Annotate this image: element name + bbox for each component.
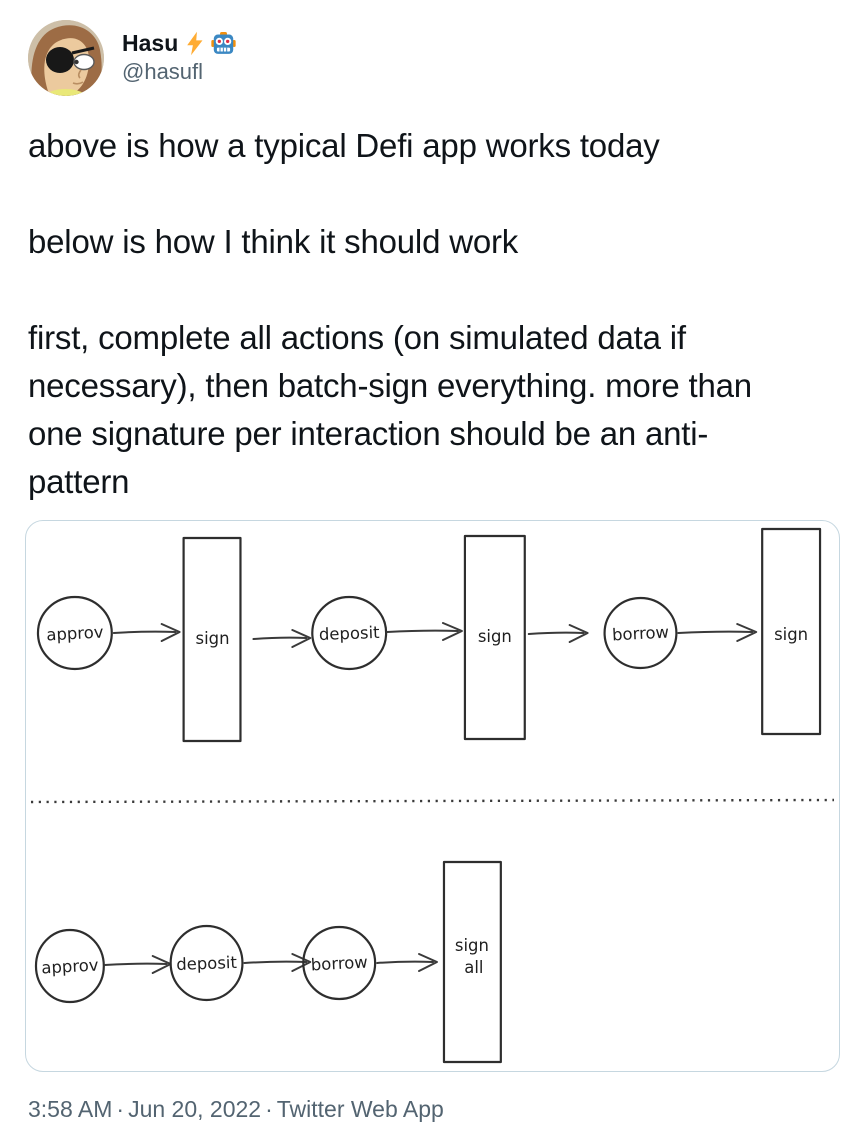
top-arrow-3 xyxy=(386,622,463,641)
tweet-media-diagram[interactable]: approv sign deposit xyxy=(25,520,840,1072)
svg-text:sign: sign xyxy=(455,936,489,955)
tweet-source[interactable]: Twitter Web App xyxy=(276,1096,444,1122)
name-row: Hasu xyxy=(122,29,236,57)
svg-text:borrow: borrow xyxy=(310,953,368,975)
user-handle[interactable]: @hasufl xyxy=(122,59,204,84)
dotted-divider xyxy=(30,798,835,804)
timestamp-time[interactable]: 3:58 AM xyxy=(28,1096,113,1122)
svg-text:sign: sign xyxy=(196,629,230,648)
bottom-box-sign-all: sign all xyxy=(442,860,502,1064)
top-box-sign-1: sign xyxy=(182,536,242,743)
svg-text:deposit: deposit xyxy=(319,623,381,644)
svg-text:sign: sign xyxy=(774,625,808,644)
svg-text:approv: approv xyxy=(41,955,99,977)
lightning-bolt-emoji-icon xyxy=(182,31,207,56)
bottom-arrow-1 xyxy=(103,955,172,974)
top-arrow-1 xyxy=(112,623,181,642)
bottom-node-approv: approv xyxy=(34,928,105,1004)
diagram-svg: approv sign deposit xyxy=(30,527,835,1064)
top-node-approv: approv xyxy=(36,595,113,671)
tweet-footer: 3:58 AM·Jun 20, 2022·Twitter Web App xyxy=(28,1095,838,1123)
top-arrow-4 xyxy=(527,624,589,643)
robot-face-emoji-icon xyxy=(211,31,236,56)
bottom-node-borrow: borrow xyxy=(302,925,377,1001)
avatar-image xyxy=(28,20,104,96)
tweet-text: above is how a typical Defi app works to… xyxy=(28,127,752,500)
footer-separator: · xyxy=(265,1096,273,1122)
top-box-sign-2: sign xyxy=(463,534,526,741)
svg-text:deposit: deposit xyxy=(176,953,238,974)
svg-text:all: all xyxy=(464,958,483,977)
footer-separator: · xyxy=(116,1096,125,1122)
svg-text:approv: approv xyxy=(46,622,104,644)
top-arrow-2 xyxy=(252,629,312,648)
display-name[interactable]: Hasu xyxy=(122,30,179,56)
timestamp-date[interactable]: Jun 20, 2022 xyxy=(128,1096,262,1122)
top-box-sign-3: sign xyxy=(761,527,822,736)
tweet-header: Hasu xyxy=(28,20,838,96)
name-block: Hasu xyxy=(122,20,236,86)
svg-text:sign: sign xyxy=(478,627,512,646)
avatar[interactable] xyxy=(28,20,104,96)
bottom-arrow-2 xyxy=(243,953,312,972)
bottom-arrow-3 xyxy=(376,953,438,972)
top-arrow-5 xyxy=(677,623,758,642)
svg-text:borrow: borrow xyxy=(612,623,670,645)
bottom-node-deposit: deposit xyxy=(169,924,244,1002)
top-node-deposit: deposit xyxy=(311,595,388,671)
top-node-borrow: borrow xyxy=(603,596,678,670)
